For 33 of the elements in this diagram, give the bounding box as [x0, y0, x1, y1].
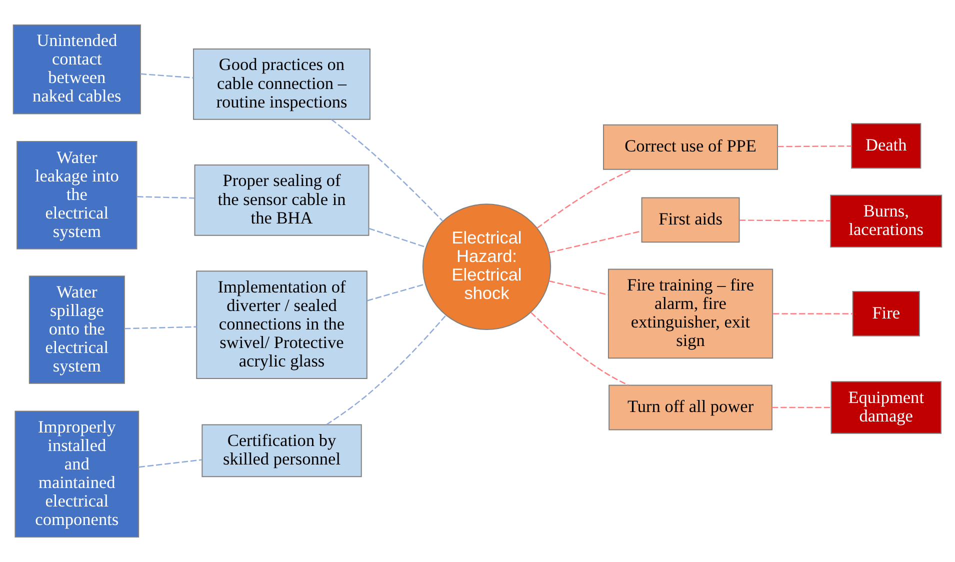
node-box: Good practices on cable connection – routine inspections [193, 48, 370, 120]
connector [772, 406, 832, 408]
connector [330, 118, 443, 222]
node-box: Fire training – fire alarm, fire extinguisher, exit sign [608, 268, 774, 359]
node-box: Fire [852, 291, 920, 336]
connector [124, 326, 197, 330]
connector [548, 280, 608, 296]
node-box: Certification by skilled personnel [202, 424, 362, 478]
connector [548, 230, 642, 254]
node-box: Improperly installed and maintained electrical components [14, 410, 140, 538]
node-box: Implementation of diverter / sealed connections in the swivel/ Protective acrylic glass [196, 270, 368, 379]
node-box: Correct use of PPE [603, 124, 778, 170]
connector [326, 315, 446, 426]
node-box: Water leakage into the electrical system [16, 141, 138, 250]
node-box: Unintended contact between naked cables [12, 24, 141, 114]
node-box: Water spillage onto the electrical system [28, 276, 125, 384]
connector [366, 283, 426, 302]
connector [368, 228, 426, 248]
node-box: Burns, lacerations [830, 194, 942, 248]
connector [137, 196, 195, 199]
node-box: Proper sealing of the sensor cable in the BHA [194, 164, 370, 236]
node-box: Turn off all power [608, 384, 772, 430]
connector [138, 459, 202, 468]
node-box: Equipment damage [830, 381, 942, 434]
connector [773, 313, 853, 314]
connector [536, 168, 633, 229]
node-circle: Electrical Hazard: Electrical shock [422, 204, 552, 330]
connector [530, 312, 629, 386]
connector [778, 145, 852, 148]
node-box: First aids [641, 197, 740, 243]
connector [739, 220, 831, 222]
node-box: Death [851, 123, 922, 169]
connector [140, 73, 194, 78]
